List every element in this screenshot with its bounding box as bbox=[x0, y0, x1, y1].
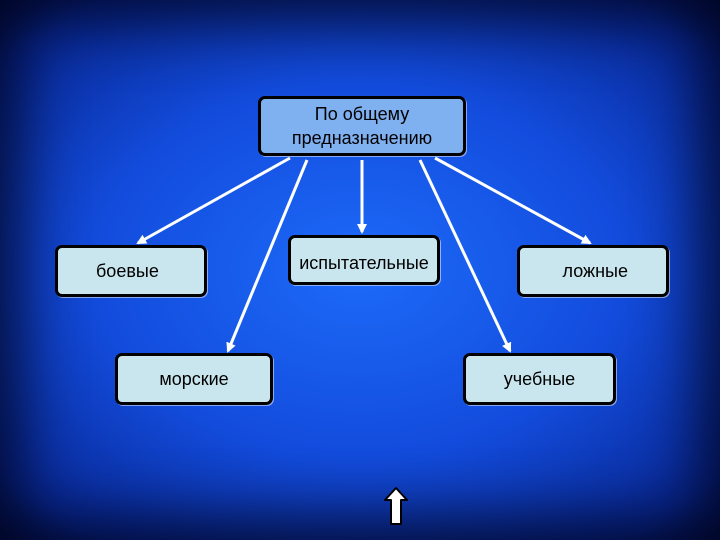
arrow-to-morskie bbox=[226, 159, 309, 353]
node-boevye: боевые bbox=[55, 245, 207, 297]
up-arrow-icon[interactable] bbox=[383, 486, 409, 526]
arrow-to-boevye bbox=[136, 156, 291, 245]
node-uchebnye-label: учебные bbox=[503, 369, 576, 389]
node-uchebnye: учебные bbox=[463, 353, 616, 405]
node-boevye-label: боевые bbox=[96, 261, 159, 281]
node-morskie-label: морские bbox=[159, 369, 229, 389]
root-node-line1: По общему bbox=[314, 104, 410, 124]
arrow-to-lozhnye bbox=[434, 156, 592, 245]
node-ispytatelnye: испытательные bbox=[288, 235, 440, 285]
node-lozhnye-label: ложные bbox=[562, 261, 628, 281]
arrow-to-uchebnye bbox=[418, 159, 512, 353]
node-lozhnye: ложные bbox=[517, 245, 669, 297]
root-node-line2: предназначению bbox=[291, 128, 433, 148]
node-morskie: морские bbox=[115, 353, 273, 405]
root-node: По общему предназначению bbox=[258, 96, 466, 156]
node-ispytatelnye-label: испытательные bbox=[299, 253, 429, 273]
